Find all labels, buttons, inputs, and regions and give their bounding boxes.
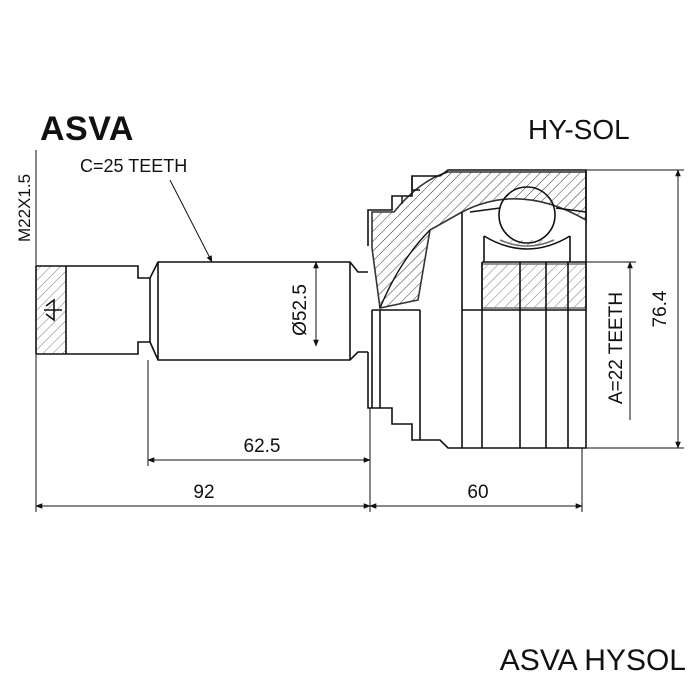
dim-76-4: 76.4 bbox=[650, 169, 681, 449]
dim-62-5: 62.5 bbox=[147, 436, 371, 463]
ball-cage bbox=[469, 186, 587, 262]
outer-housing bbox=[367, 169, 587, 449]
dim-diameter: Ø52.5 bbox=[290, 261, 319, 347]
model-title: HY-SOL bbox=[528, 114, 630, 145]
svg-text:92: 92 bbox=[193, 482, 214, 503]
dim-a-teeth: A=22 TEETH bbox=[606, 261, 633, 420]
dim-thread: M22X1.5 bbox=[15, 150, 37, 266]
dim-92: 92 bbox=[35, 482, 371, 509]
svg-text:C=25 TEETH: C=25 TEETH bbox=[80, 156, 187, 176]
footer-caption: ASVA HYSOL bbox=[499, 644, 686, 677]
svg-text:62.5: 62.5 bbox=[244, 436, 281, 457]
dim-60: 60 bbox=[369, 482, 583, 509]
svg-text:76.4: 76.4 bbox=[650, 290, 671, 327]
leader-c-teeth: C=25 TEETH bbox=[80, 156, 213, 263]
svg-text:A=22 TEETH: A=22 TEETH bbox=[606, 292, 627, 404]
boot-detail bbox=[379, 176, 431, 309]
brand-title: ASVA bbox=[40, 110, 134, 148]
threaded-end bbox=[35, 265, 150, 355]
svg-text:60: 60 bbox=[467, 482, 488, 503]
svg-text:M22X1.5: M22X1.5 bbox=[15, 174, 34, 242]
shaft-body bbox=[149, 261, 368, 361]
svg-text:Ø52.5: Ø52.5 bbox=[290, 284, 311, 336]
